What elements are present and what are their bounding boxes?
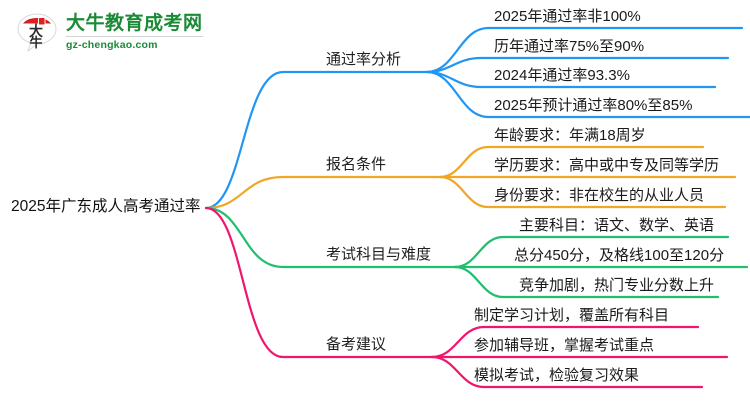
branch-1-connectors	[204, 26, 750, 210]
leaf-node[interactable]: 身份要求：非在校生的从业人员	[494, 187, 705, 204]
logo-title: 大牛教育成考网	[66, 12, 203, 34]
leaf-node[interactable]: 历年通过率75%至90%	[494, 38, 645, 55]
svg-text:牛: 牛	[29, 35, 42, 51]
speech-bubble-logo-icon: 大 牛	[14, 10, 60, 54]
leaf-node[interactable]: 年龄要求：年满18周岁	[494, 127, 646, 144]
branch-2-connectors	[204, 145, 737, 210]
leaf-node[interactable]: 2024年通过率93.3%	[494, 67, 630, 84]
leaf-node[interactable]: 主要科目：语文、数学、英语	[519, 217, 715, 234]
branch-node-kaoshi-kemu-nandu[interactable]: 考试科目与难度	[326, 246, 432, 263]
branch-3-connectors	[204, 206, 749, 299]
svg-text:大: 大	[29, 23, 43, 40]
leaf-node[interactable]: 总分450分，及格线100至120分	[514, 247, 725, 264]
site-logo: 大 牛 大牛教育成考网 gz-chengkao.com	[14, 10, 203, 54]
branch-4-connectors	[204, 206, 729, 389]
leaf-node[interactable]: 学历要求：高中或中专及同等学历	[494, 157, 720, 174]
logo-text-block: 大牛教育成考网 gz-chengkao.com	[66, 13, 203, 52]
root-node[interactable]: 2025年广东成人高考通过率	[11, 198, 201, 215]
leaf-node[interactable]: 参加辅导班，掌握考试重点	[474, 337, 655, 354]
leaf-node[interactable]: 竞争加剧，热门专业分数上升	[519, 277, 715, 294]
leaf-node[interactable]: 模拟考试，检验复习效果	[474, 367, 640, 384]
branch-node-tongguolv-fenxi[interactable]: 通过率分析	[326, 51, 402, 68]
leaf-node[interactable]: 2025年预计通过率80%至85%	[494, 97, 693, 114]
branch-node-baoming-tiaojian[interactable]: 报名条件	[326, 156, 387, 173]
branch-node-beikao-jianyi[interactable]: 备考建议	[326, 336, 387, 353]
logo-divider	[66, 35, 203, 37]
logo-subtitle: gz-chengkao.com	[66, 38, 158, 51]
leaf-node[interactable]: 制定学习计划，覆盖所有科目	[474, 307, 670, 324]
leaf-node[interactable]: 2025年通过率非100%	[494, 8, 641, 25]
